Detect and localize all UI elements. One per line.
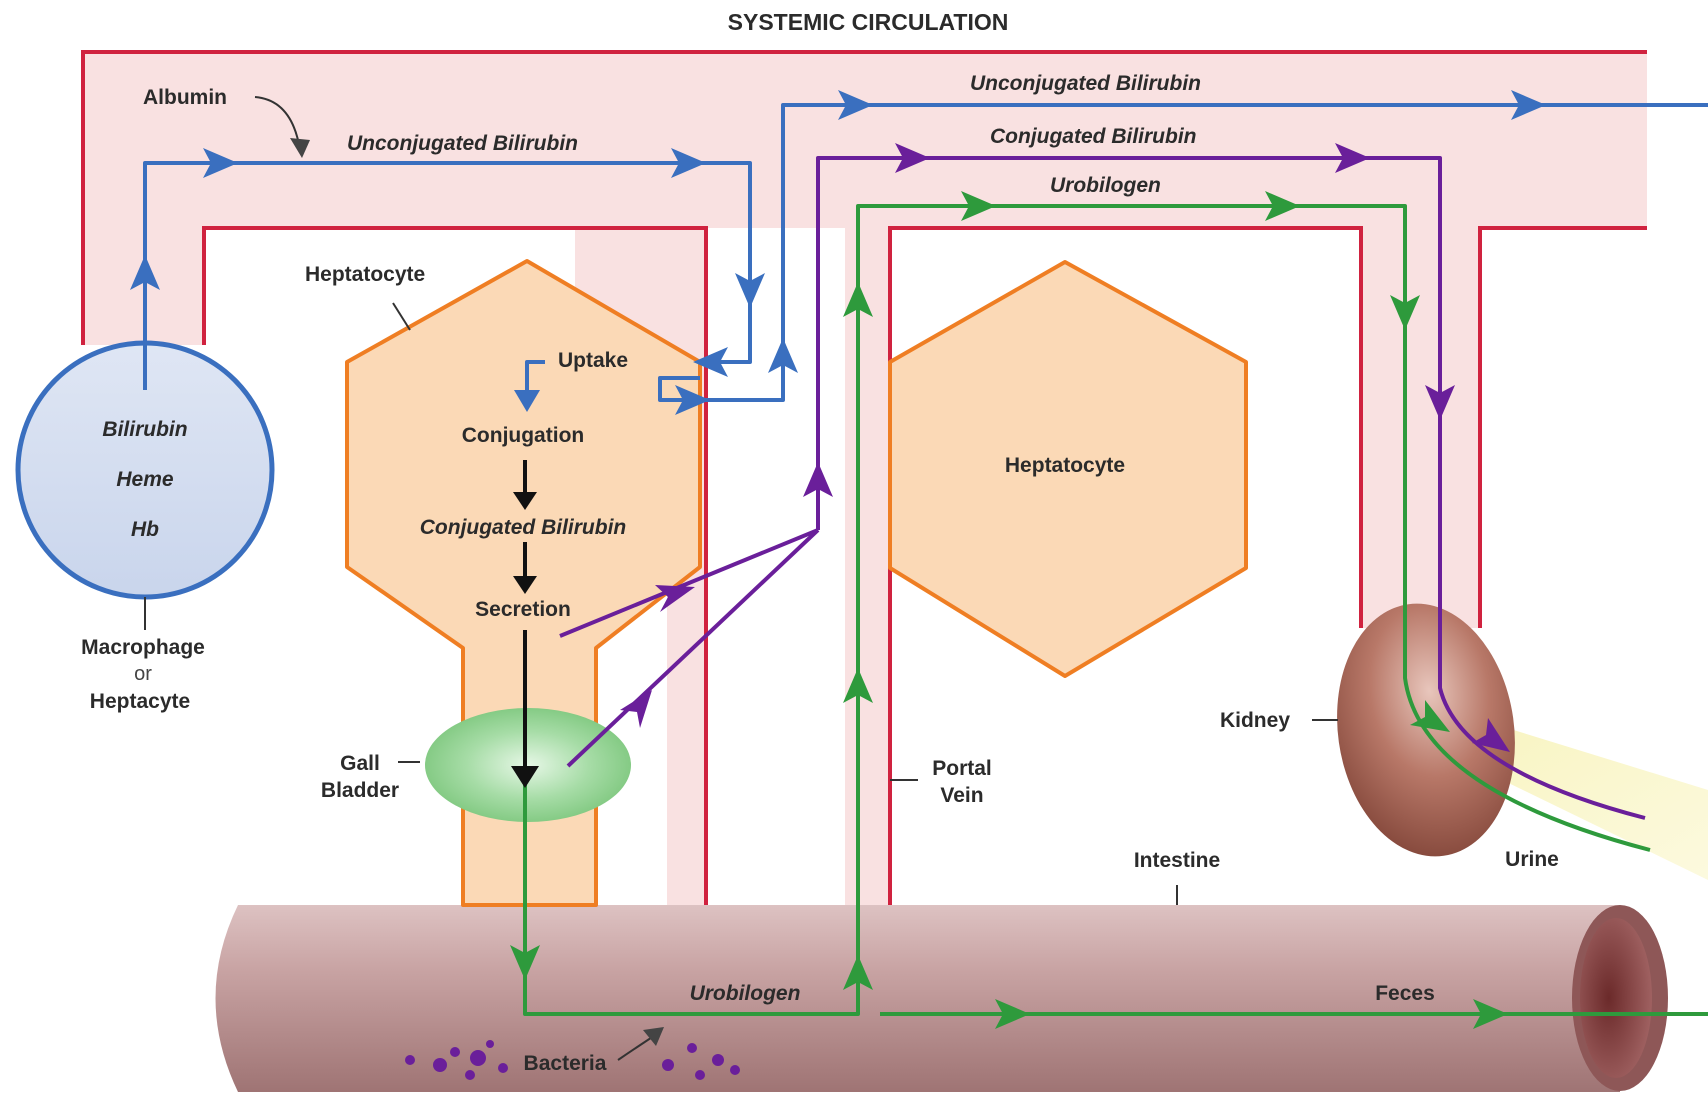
label-hepatocyte-right: Heptatocyte (1005, 454, 1125, 477)
arrow-up-portal-2 (843, 668, 873, 703)
leader-arrowheads (290, 138, 664, 1046)
arrow-right-exit (675, 385, 710, 415)
arrow-right-2 (671, 148, 706, 178)
arrow-down-uptake (735, 273, 765, 308)
conjugated-arrowheads (620, 143, 1510, 752)
label-intestine: Intestine (1134, 849, 1220, 872)
label-unconjugated-left: Unconjugated Bilirubin (347, 132, 578, 155)
label-bacteria: Bacteria (524, 1052, 607, 1075)
diagram-title: SYSTEMIC CIRCULATION (728, 9, 1009, 35)
arrow-down-gall (510, 945, 540, 980)
arrow-right-1 (203, 148, 238, 178)
intestine (215, 905, 1668, 1092)
label-vein: Vein (940, 784, 983, 807)
label-heptacyte: Heptacyte (90, 690, 190, 713)
arrow-right-top-2 (1511, 90, 1546, 120)
label-macrophage: Macrophage (81, 636, 205, 659)
label-urobilogen-top: Urobilogen (1050, 174, 1161, 197)
arrow-up-conj (803, 462, 833, 497)
arrow-right-uro-1 (961, 191, 996, 221)
label-portal: Portal (932, 757, 992, 780)
label-cell-heme: Heme (116, 468, 174, 491)
gall-bladder (425, 708, 631, 822)
arrow-secretion-1 (655, 585, 695, 612)
arrow-up-portal-1 (843, 955, 873, 990)
label-feces: Feces (1375, 982, 1435, 1005)
bacteria (405, 1040, 740, 1080)
label-urobilogen-bottom: Urobilogen (690, 982, 801, 1005)
unconjugated-pathway (143, 103, 1708, 402)
arrow-right-uro-2 (1265, 191, 1300, 221)
arrow-down-conj (1425, 385, 1455, 420)
label-urine: Urine (1505, 848, 1559, 871)
arrow-down-uro (1390, 295, 1420, 330)
conjugated-pathway (559, 156, 1646, 820)
label-albumin: Albumin (143, 86, 227, 109)
arrow-kidney-uro (1410, 700, 1450, 732)
internal-arrowheads (511, 492, 539, 788)
arrow-right-feces-2 (1473, 999, 1508, 1029)
arrow-secretion-2 (620, 690, 652, 728)
arrow-up-from-cell (130, 255, 160, 290)
label-uptake: Uptake (558, 349, 628, 372)
arrow-right-conj-2 (1335, 143, 1370, 173)
label-bladder: Bladder (321, 779, 399, 802)
arrow-up-exit (768, 338, 798, 373)
label-conjugated-inner: Conjugated Bilirubin (420, 516, 626, 539)
arrow-right-feces-1 (995, 999, 1030, 1029)
label-hepatocyte-left: Heptatocyte (305, 263, 425, 286)
arrow-uptake-inner (514, 390, 540, 412)
arrow-kidney-conj (1472, 718, 1510, 752)
label-cell-hb: Hb (131, 518, 159, 541)
label-secretion: Secretion (475, 598, 571, 621)
label-conjugation: Conjugation (462, 424, 584, 447)
urobilogen-arrowheads (510, 191, 1508, 1029)
arrow-up-portal-3 (843, 282, 873, 317)
label-cell-bilirubin: Bilirubin (102, 418, 187, 441)
arrow-right-conj-1 (895, 143, 930, 173)
label-unconjugated-top: Unconjugated Bilirubin (970, 72, 1201, 95)
hepatocyte-right (888, 260, 1248, 678)
unconjugated-arrowheads (130, 90, 1546, 415)
label-conjugated-top: Conjugated Bilirubin (990, 125, 1196, 148)
label-or: or (134, 663, 152, 685)
arrow-left-uptake (693, 347, 728, 377)
arrow-right-top-1 (838, 90, 873, 120)
label-gall: Gall (340, 752, 380, 775)
label-kidney: Kidney (1220, 709, 1290, 732)
